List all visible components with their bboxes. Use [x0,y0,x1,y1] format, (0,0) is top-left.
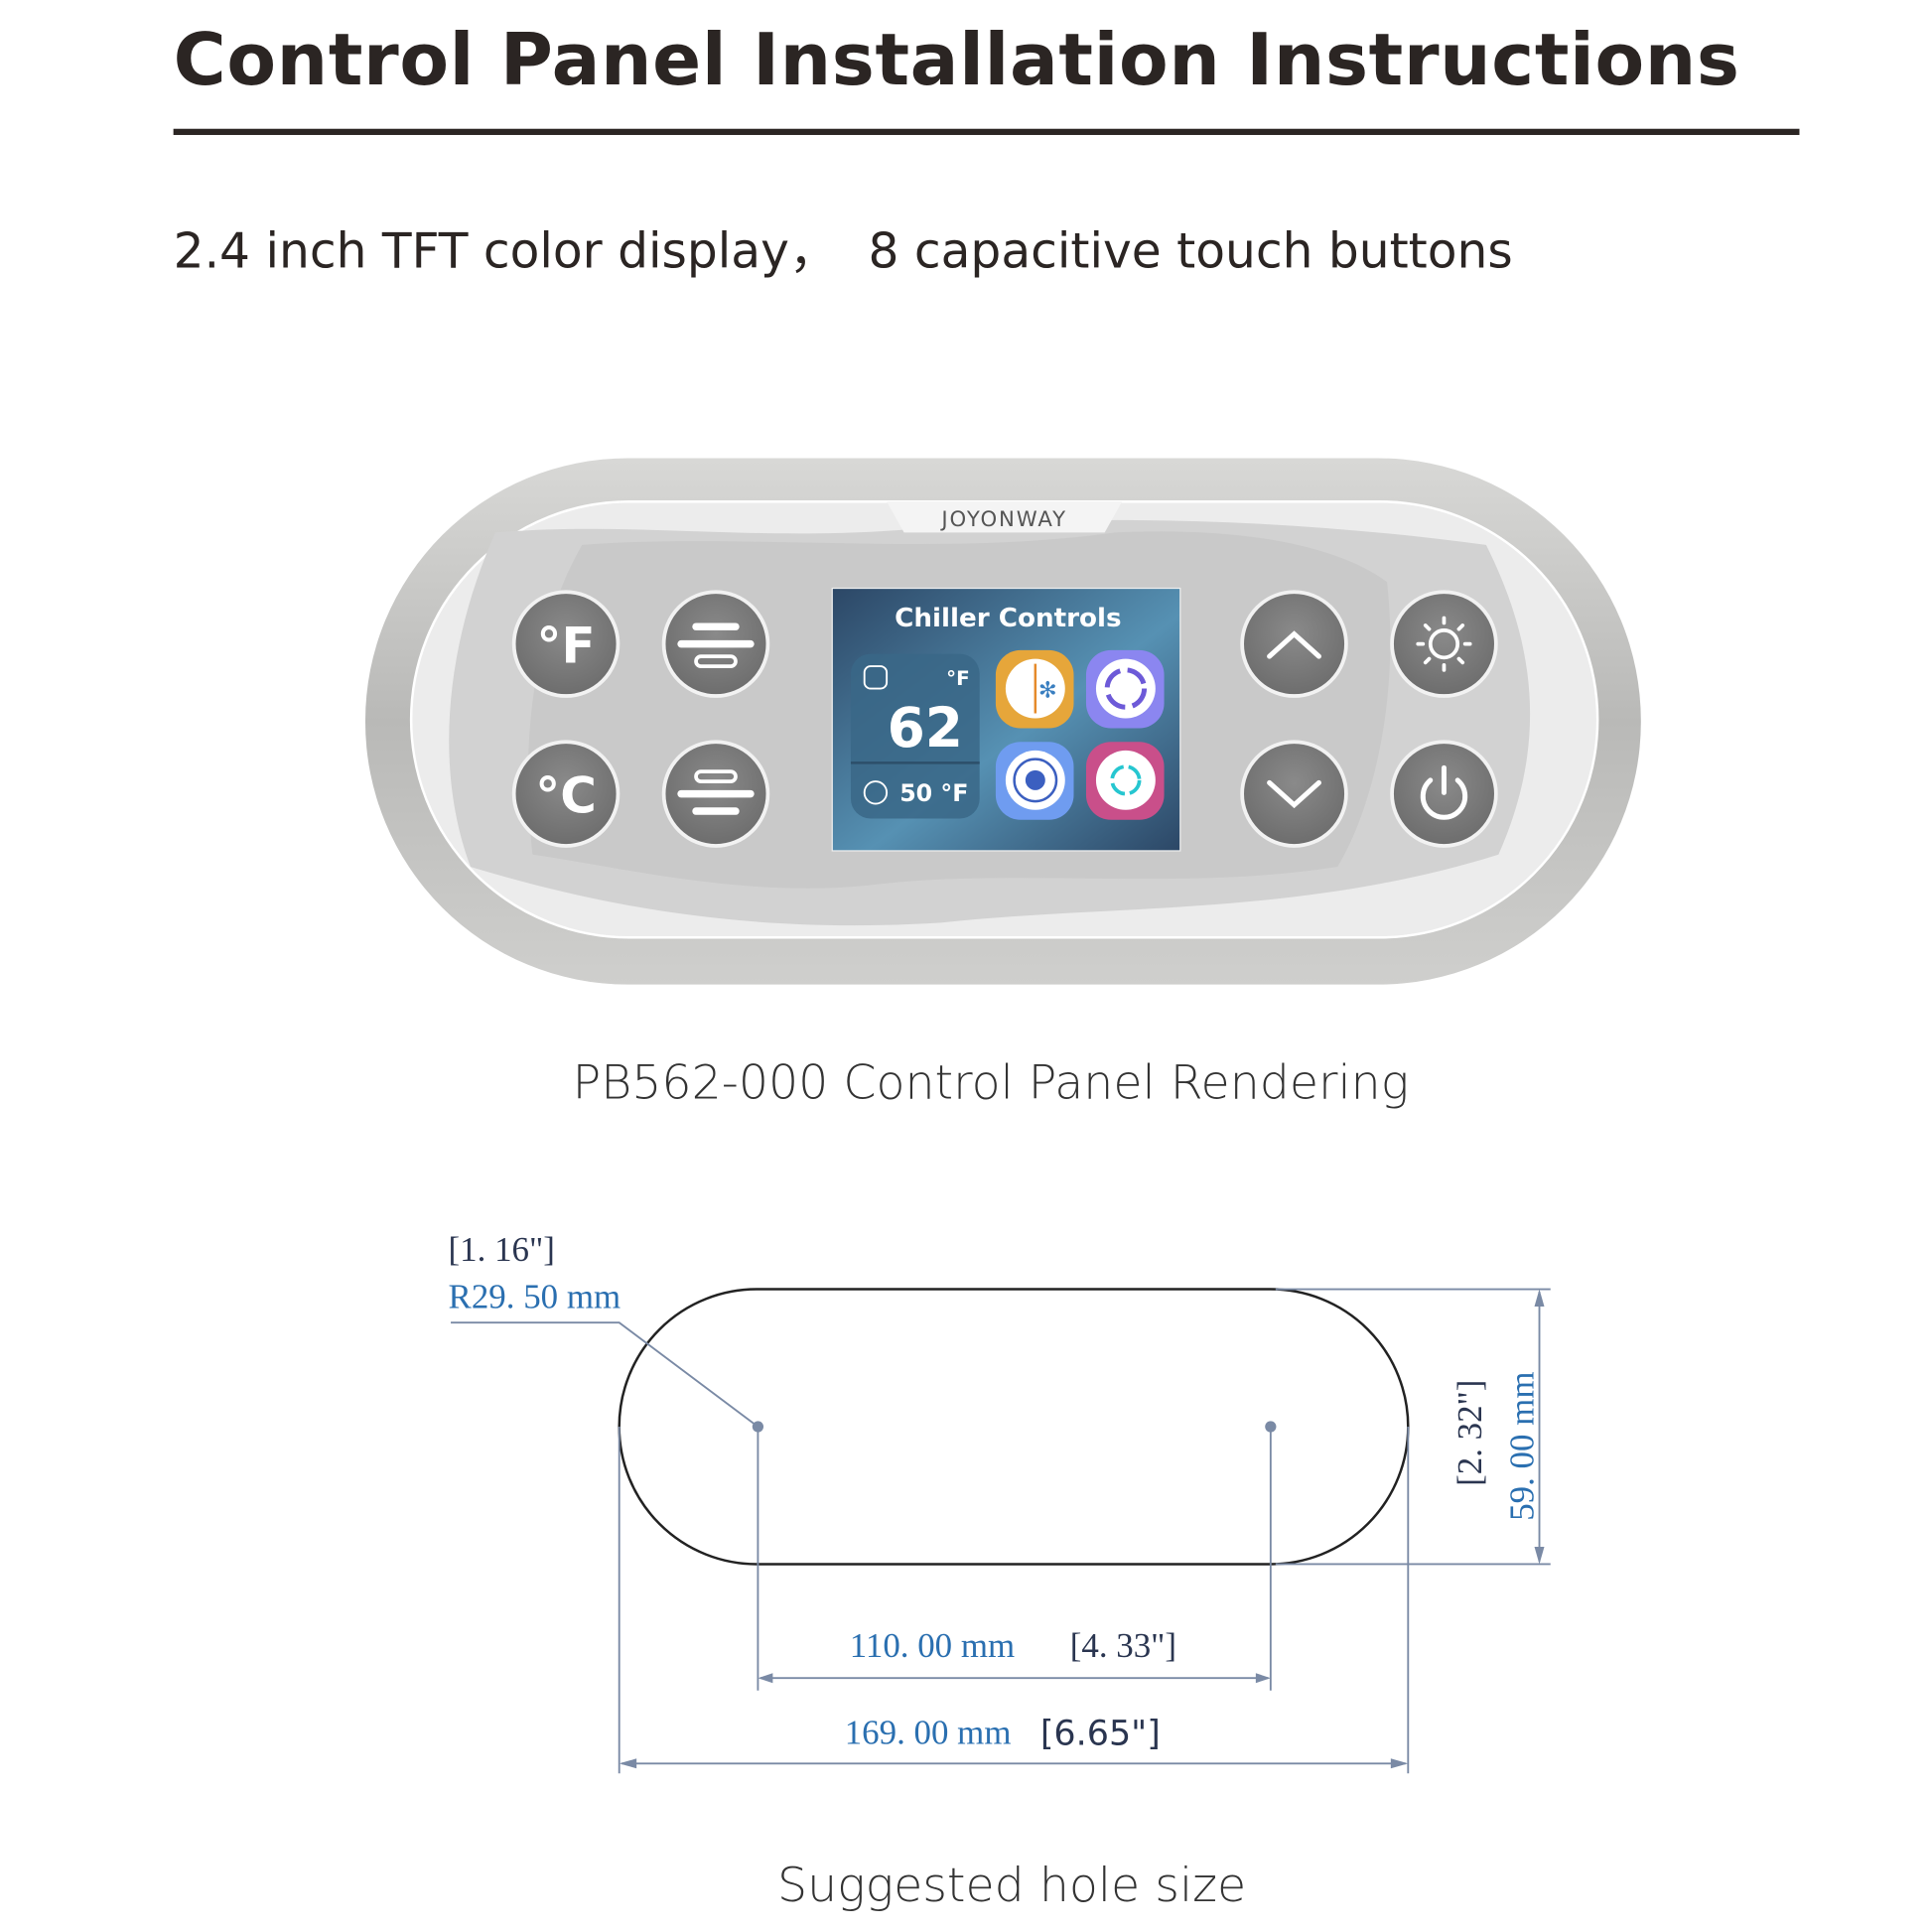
height-inch-label: [2. 32"] [1450,1380,1489,1486]
power-icon [1420,764,1468,820]
power-button[interactable] [1390,740,1498,848]
page-title: Control Panel Installation Instructions [173,17,1740,102]
menu-lines-icon [677,622,755,668]
water-temp-icon [863,665,889,690]
fahrenheit-button[interactable]: °F [511,590,621,698]
width-inch-label: [6.65"] [1040,1715,1161,1754]
svg-text:✻: ✻ [1038,677,1057,703]
drawing-caption: Suggested hole size [777,1858,1247,1912]
up-button[interactable] [1240,590,1348,698]
temperature-card [850,653,980,819]
cool-heat-mode-icon[interactable]: ✻ [995,649,1074,729]
celsius-label: °C [535,766,597,824]
height-mm-label: 59. 00 mm [1502,1372,1541,1521]
center-distance-mm-label: 110. 00 mm [850,1626,1015,1665]
set-temperature: 50 °F [899,779,968,807]
brand-logo: JOYONWAY [939,506,1067,531]
subtitle: 2.4 inch TFT color display， 8 capacitive… [173,223,1513,280]
menu-button-2[interactable] [661,740,770,848]
chevron-down-icon [1267,779,1321,809]
sterilize-mode-icon[interactable] [995,742,1074,820]
screen-title: Chiller Controls [895,604,1121,633]
radius-inch-label: [1. 16"] [449,1230,555,1269]
tft-display: Chiller Controls °F 62 50 °F ✻ [831,587,1181,852]
chevron-up-icon [1267,630,1321,659]
cutout-outline [618,1288,1410,1566]
fahrenheit-label: °F [537,617,596,674]
down-button[interactable] [1240,740,1348,848]
current-temperature: 62 [888,696,963,759]
control-panel-rendering: JOYONWAY °F °C [364,458,1641,985]
circulation-mode-icon[interactable] [1085,649,1165,729]
menu-button-1[interactable] [661,590,770,698]
width-mm-label: 169. 00 mm [845,1713,1012,1751]
brand-tab [887,501,1123,533]
dimension-arrows [619,1289,1545,1769]
sun-icon [1416,616,1472,672]
radius-mm-label: R29. 50 mm [449,1277,621,1315]
light-button[interactable] [1390,590,1498,698]
menu-lines-icon [677,769,755,815]
dimension-lines [451,1288,1551,1774]
center-distance-inch-label: [4. 33"] [1070,1626,1176,1665]
panel-caption: PB562-000 Control Panel Rendering [572,1054,1410,1110]
set-temp-icon [863,780,889,805]
celsius-button[interactable]: °C [511,740,621,848]
auto-cycle-mode-icon[interactable] [1085,742,1165,820]
title-divider [173,128,1800,135]
temp-unit: °F [946,666,970,690]
